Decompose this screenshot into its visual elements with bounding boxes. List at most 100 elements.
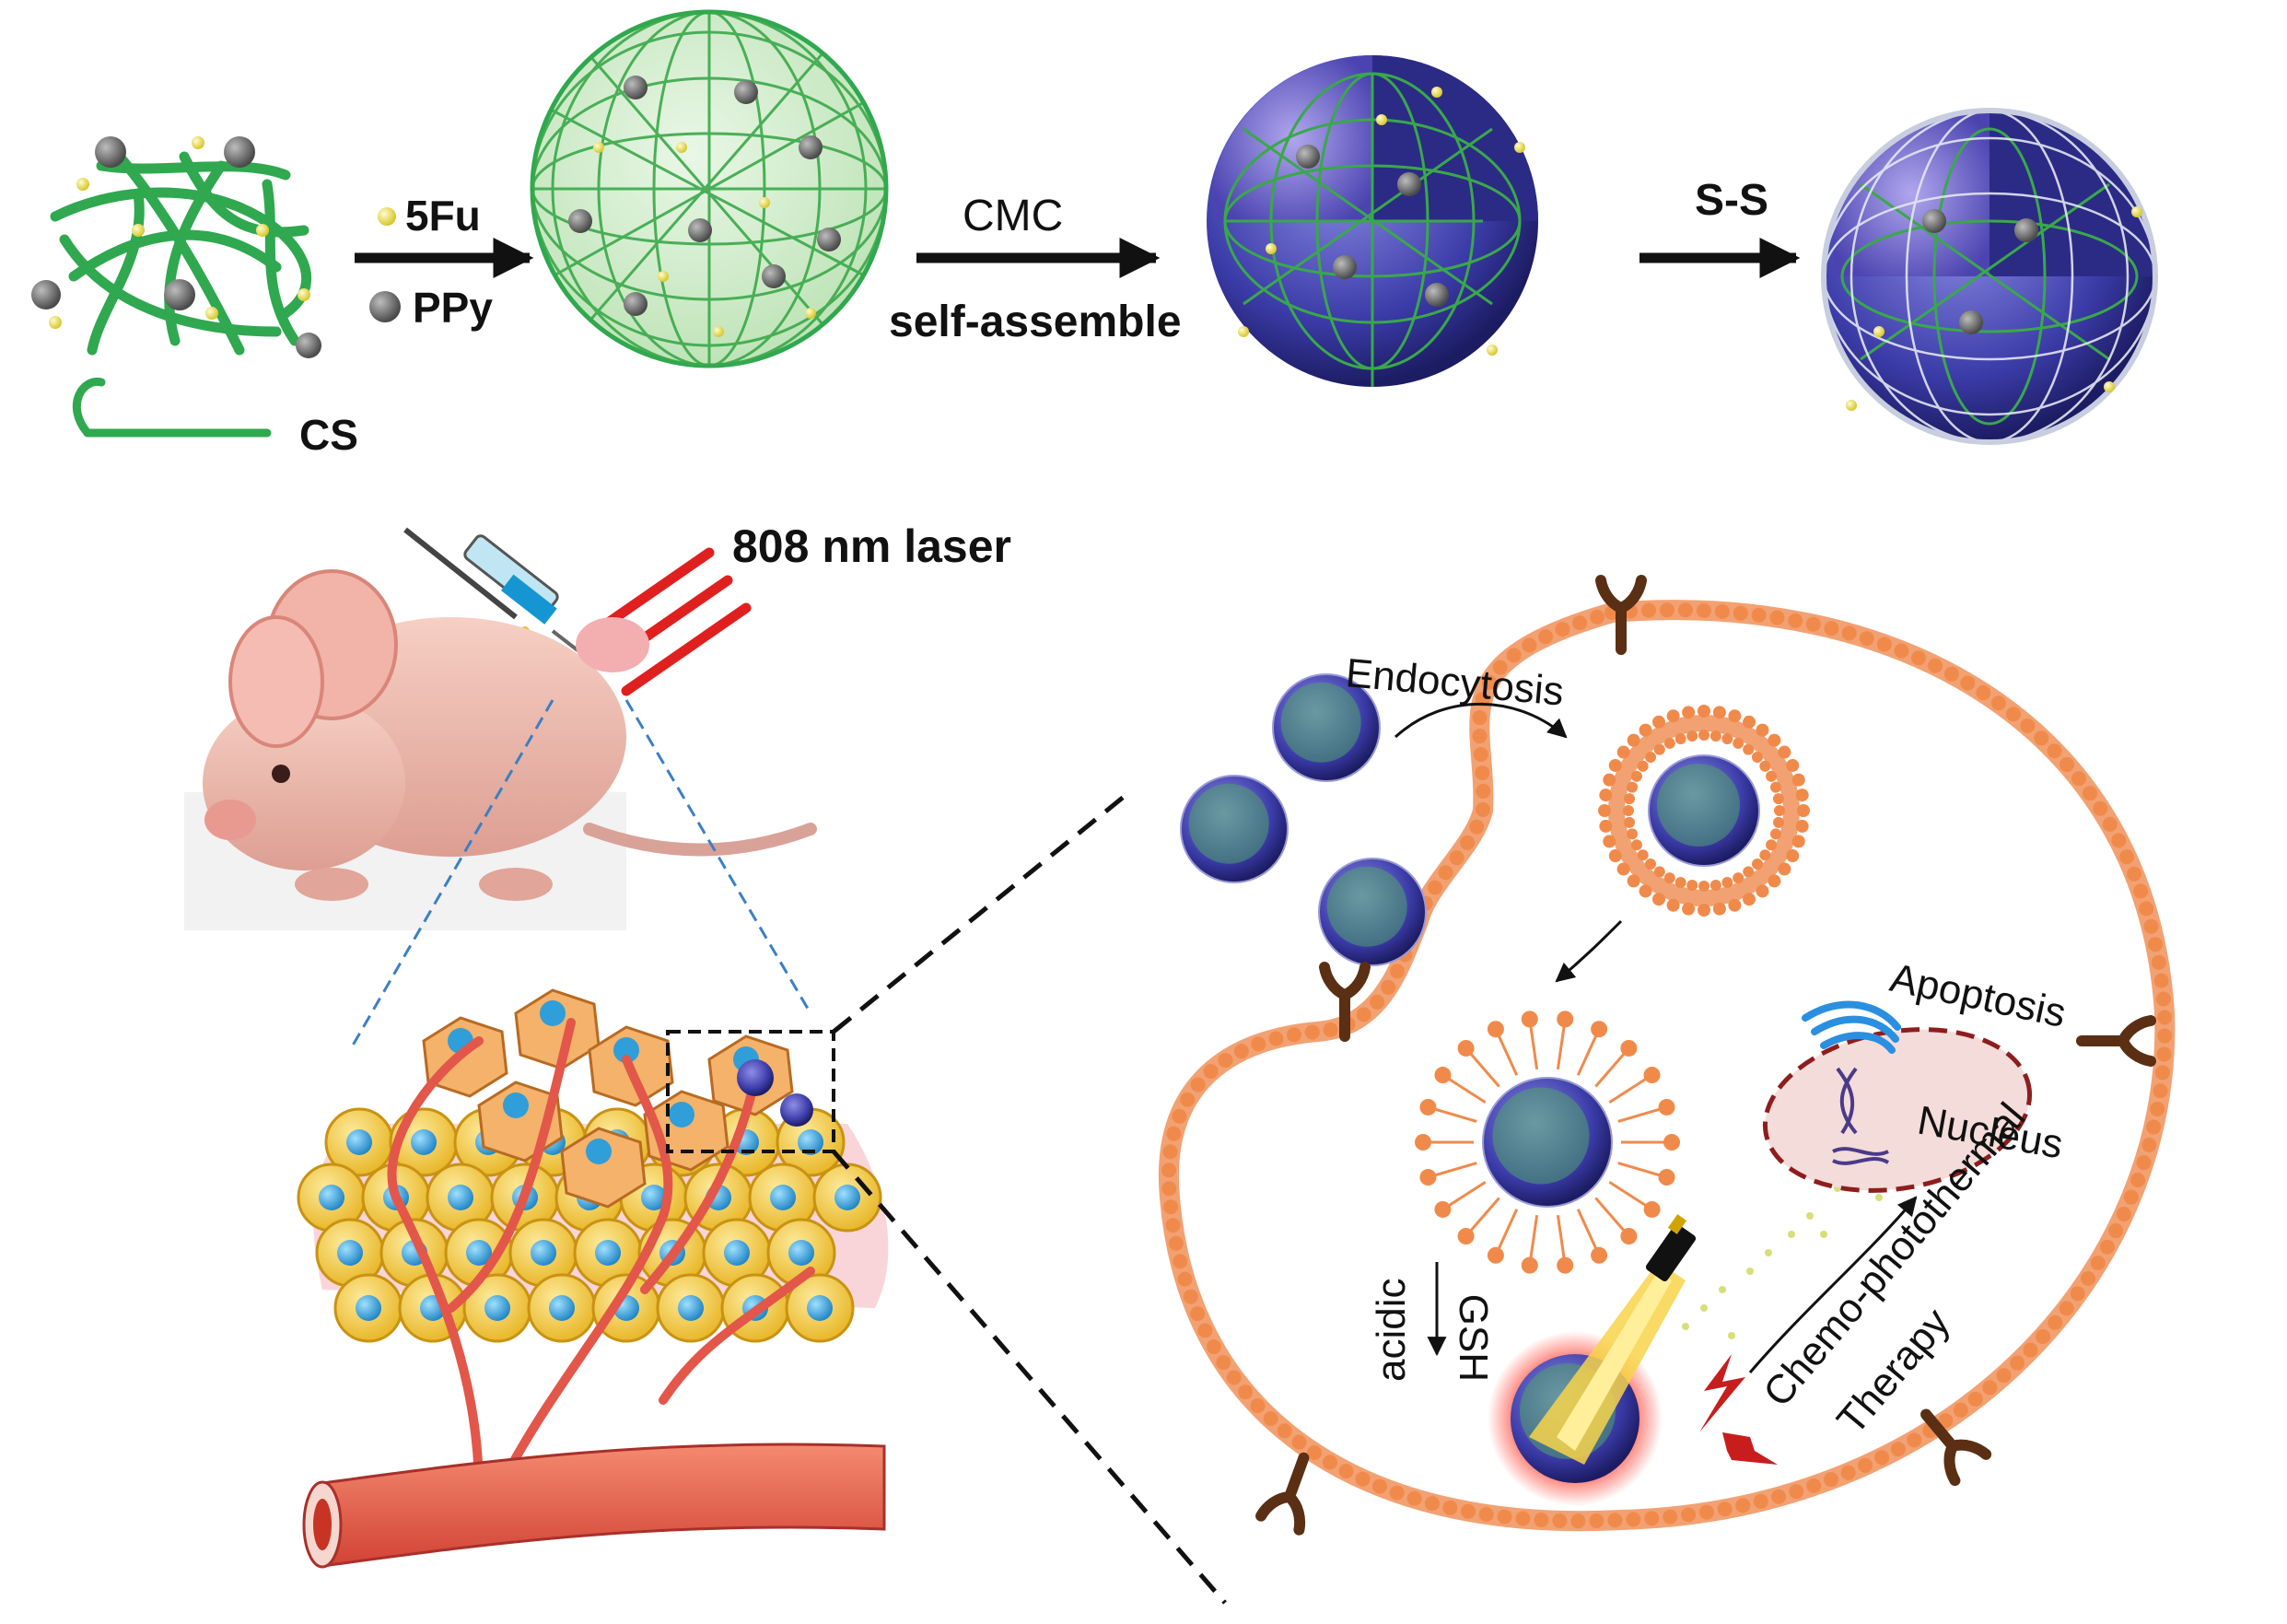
- lipid-head: [1472, 710, 1488, 726]
- endosome: [1608, 715, 1800, 906]
- lipid-head: [2034, 730, 2049, 746]
- tumor-bump: [576, 617, 649, 672]
- lipid-head: [1161, 1181, 1177, 1197]
- lipid-head: [1173, 1254, 1188, 1269]
- lipid-head: [1721, 733, 1733, 745]
- nanoparticle: [1482, 1077, 1613, 1208]
- lipid-head: [1233, 1044, 1249, 1059]
- lipid-head: [1721, 876, 1733, 888]
- lipid-head: [1306, 1444, 1322, 1460]
- lipid-head: [1338, 1464, 1354, 1479]
- sphere1-particles: [568, 76, 841, 337]
- lipid-head: [1733, 872, 1744, 884]
- lipid-head: [1180, 1092, 1196, 1107]
- lipid-head: [1218, 1052, 1233, 1068]
- lipid-head: [1753, 1493, 1768, 1509]
- lipid-head: [1419, 1098, 1437, 1116]
- lipid-head: [1627, 733, 1640, 747]
- cmc-label: CMC: [963, 192, 1063, 240]
- lipid-head: [1457, 1228, 1475, 1245]
- lipid-head: [1521, 1256, 1538, 1274]
- lipid-tail: [1594, 1046, 1630, 1088]
- lipid-head: [1172, 1108, 1187, 1124]
- lipid-head: [1751, 752, 1763, 764]
- lipid-head: [1472, 729, 1488, 744]
- lipid-head: [2153, 973, 2169, 988]
- lipid-head: [1639, 884, 1652, 898]
- mouse-image: [184, 569, 817, 930]
- lipid-head: [2136, 1155, 2152, 1171]
- lipid-tail: [1441, 1073, 1487, 1104]
- lipid-head: [1666, 709, 1680, 723]
- lipid-head: [2111, 833, 2127, 848]
- lipid-tail: [1428, 1105, 1477, 1123]
- lipid-head: [2090, 1255, 2106, 1270]
- lipid-head: [1406, 1490, 1422, 1506]
- lipid-head: [1457, 1039, 1475, 1057]
- cs-mesh-sphere: [530, 9, 889, 368]
- lipid-head: [2102, 816, 2118, 832]
- lipid-head: [1698, 705, 1710, 718]
- lipid-head: [1674, 876, 1686, 888]
- lipid-head: [1277, 1423, 1292, 1439]
- lipid-head: [1759, 849, 1771, 861]
- gsh-label: GSH: [1451, 1294, 1496, 1382]
- cs-drug-particles: [31, 136, 321, 358]
- in-vivo-panel: 808 nm laser: [184, 520, 1227, 1605]
- lipid-head: [1460, 835, 1476, 850]
- tumor-cell: [462, 1273, 532, 1343]
- lipid-head: [2071, 771, 2086, 787]
- receptor-icon: [1920, 1408, 1992, 1487]
- lipid-tail: [1494, 1209, 1519, 1256]
- receptor-icon: [1319, 962, 1371, 1042]
- lipid-head: [2154, 1065, 2170, 1081]
- lipid-head: [1589, 1513, 1604, 1529]
- lipid-head: [1728, 709, 1742, 723]
- lipid-head: [1263, 1411, 1278, 1427]
- lipid-head: [1876, 637, 1892, 652]
- tumor-cell: [527, 1273, 597, 1343]
- lipid-head: [1728, 898, 1742, 912]
- lipid-head: [1630, 839, 1642, 851]
- lipid-head: [1497, 1509, 1512, 1525]
- tumor-nanoparticle: [780, 1093, 813, 1127]
- lipid-head: [1759, 760, 1771, 772]
- lipid-head: [1712, 902, 1726, 916]
- tumor-cell: [766, 1218, 836, 1288]
- lipid-head: [1506, 648, 1522, 663]
- lipid-head: [1598, 804, 1611, 817]
- cs-polymer-tangle: [50, 151, 311, 356]
- lipid-head: [1620, 1228, 1638, 1245]
- lipid-head: [1538, 629, 1554, 645]
- cell-panel: Nucleus Apoptosis Endocytosis acidic GSH…: [1158, 575, 2176, 1536]
- lipid-head: [2005, 707, 2021, 722]
- lipid-head: [1653, 743, 1665, 755]
- lipid-head: [1492, 660, 1508, 675]
- lipid-head: [1743, 866, 1755, 878]
- lipid-head: [2157, 1028, 2173, 1044]
- lipid-head: [1907, 1432, 1922, 1448]
- lipid-tail: [1617, 1162, 1667, 1179]
- lipid-head: [1698, 881, 1709, 892]
- lipid-head: [1769, 781, 1781, 793]
- lipid-head: [1624, 793, 1636, 805]
- lipid-head: [1797, 804, 1810, 817]
- lipid-head: [2155, 991, 2171, 1007]
- lipid-head: [1473, 746, 1488, 762]
- lipid-tail: [1576, 1028, 1601, 1076]
- lipid-head: [1475, 765, 1490, 780]
- lipid-head: [1487, 1246, 1504, 1264]
- lipid-head: [1438, 865, 1453, 881]
- tumor-cell: [508, 1218, 578, 1288]
- lipid-head: [1751, 607, 1767, 623]
- lipid-head: [1226, 1370, 1242, 1385]
- syringe-icon: [403, 527, 591, 661]
- lipid-head: [1608, 758, 1622, 772]
- lipid-head: [1859, 631, 1874, 647]
- lipid-head: [1743, 743, 1755, 755]
- lipid-head: [1166, 1126, 1182, 1141]
- lipid-head: [1323, 1022, 1338, 1037]
- lipid-head: [1663, 1134, 1680, 1151]
- receptors: [1255, 575, 2156, 1536]
